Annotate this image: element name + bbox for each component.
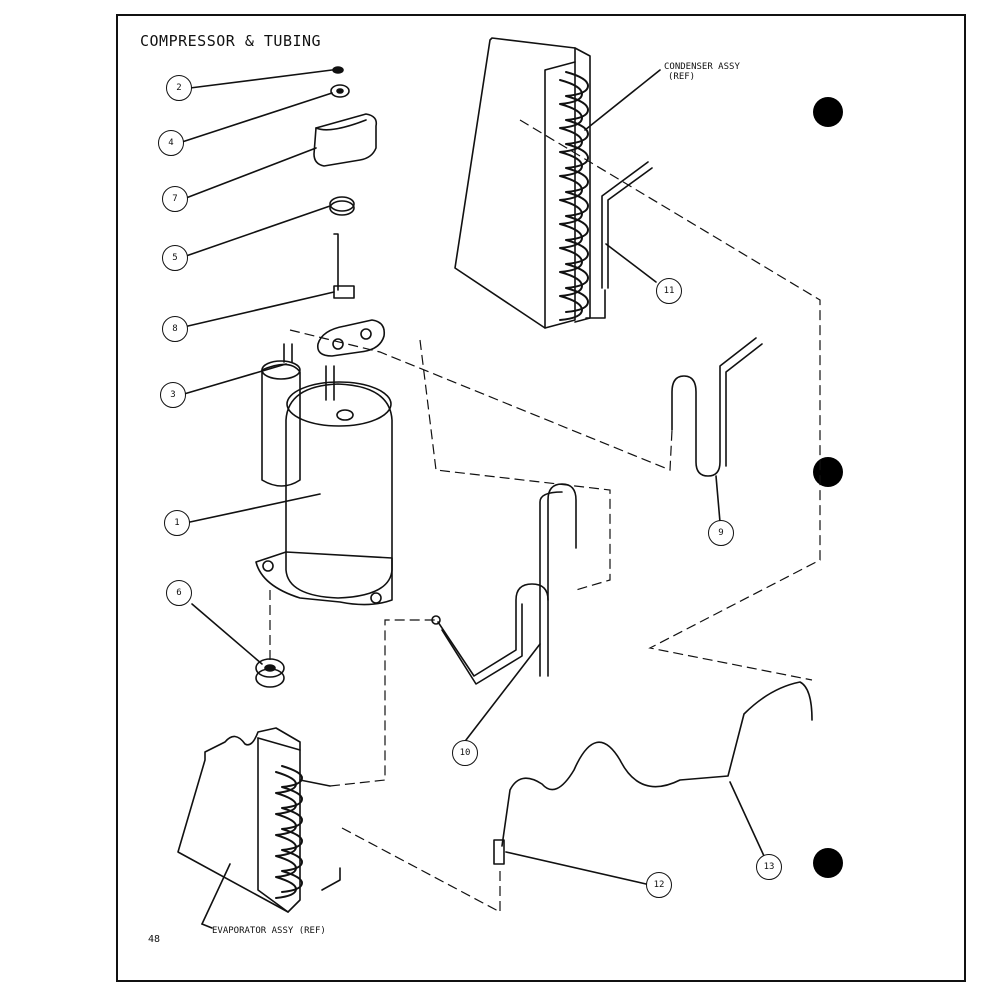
diagram-title: COMPRESSOR & TUBING [140, 32, 322, 50]
callout-11: 11 [656, 278, 682, 304]
callout-3: 3 [160, 382, 186, 408]
compressor-body [255, 343, 393, 606]
callout-6: 6 [166, 580, 192, 606]
callout-2: 2 [166, 75, 192, 101]
punch-hole-bottom [813, 848, 843, 878]
callout-5: 5 [162, 245, 188, 271]
callout-9: 9 [708, 520, 734, 546]
punch-hole-middle [813, 457, 843, 487]
callout-8: 8 [162, 316, 188, 342]
callout-4: 4 [158, 130, 184, 156]
callout-12: 12 [646, 872, 672, 898]
callout-13: 13 [756, 854, 782, 880]
condenser-label: CONDENSER ASSY(REF) [664, 62, 740, 82]
condenser-assembly [454, 37, 653, 329]
evaporator-assembly [177, 727, 341, 913]
page-number: 48 [148, 934, 161, 945]
callout-10: 10 [452, 740, 478, 766]
evaporator-label: EVAPORATOR ASSY (REF) [212, 926, 326, 936]
callout-1: 1 [164, 510, 190, 536]
punch-hole-top [813, 97, 843, 127]
callout-7: 7 [162, 186, 188, 212]
page-border [116, 14, 966, 982]
